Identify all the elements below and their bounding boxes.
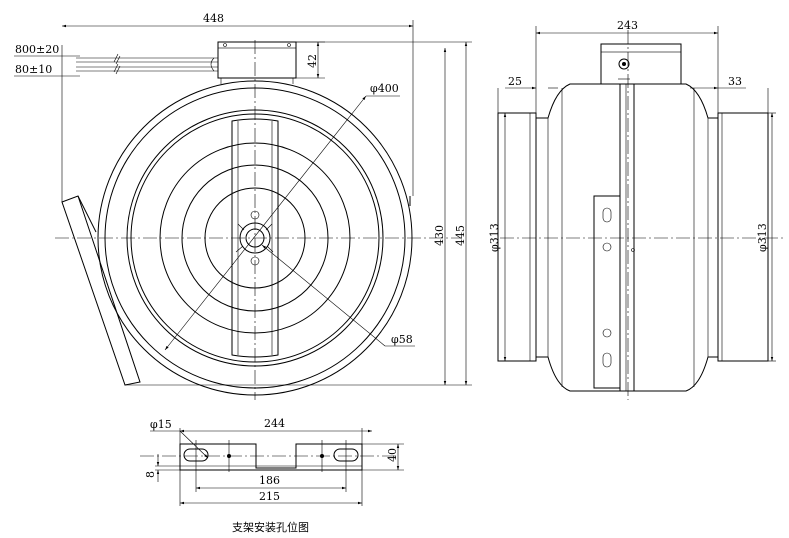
dim-height-total: 445 <box>454 225 467 246</box>
dim-hole-diameter: φ15 <box>150 418 172 431</box>
bracket-view: φ15 244 186 215 8 40 支架安装孔位图 <box>140 417 404 534</box>
bracket-caption: 支架安装孔位图 <box>232 520 309 534</box>
dim-height-inner: 430 <box>433 225 446 246</box>
dim-bracket-thickness: 8 <box>144 471 157 478</box>
dim-bracket-length: 244 <box>264 417 285 430</box>
dim-side-length: 243 <box>617 19 638 32</box>
dim-box-height: 42 <box>306 54 319 68</box>
dim-left-spigot: 25 <box>508 75 522 88</box>
dim-right-spigot: 33 <box>728 75 742 88</box>
side-view: 243 25 33 φ313 φ313 <box>488 19 785 400</box>
dim-outer-diameter: φ400 <box>370 82 399 95</box>
dim-hub-diameter: φ58 <box>391 333 413 346</box>
dim-cable-long: 800±20 <box>15 43 59 56</box>
dim-hole-spacing-inner: 186 <box>259 474 280 487</box>
dim-cable-short: 80±10 <box>15 63 52 76</box>
dim-hole-spacing-outer: 215 <box>259 490 280 503</box>
dim-bracket-height: 40 <box>386 448 399 462</box>
dim-duct-left: φ313 <box>488 223 501 252</box>
front-view: 448 800±20 80±10 42 φ400 φ58 430 445 <box>14 12 472 400</box>
dim-duct-right: φ313 <box>756 223 769 252</box>
dim-front-width: 448 <box>203 12 224 25</box>
